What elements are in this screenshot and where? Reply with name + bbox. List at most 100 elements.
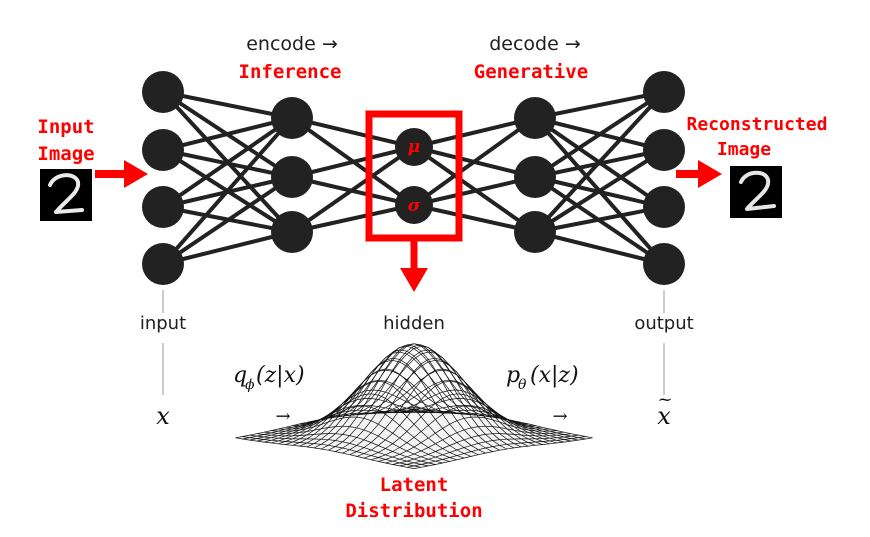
network-edge xyxy=(533,90,666,179)
network-edge xyxy=(412,116,537,207)
hidden-node xyxy=(395,186,433,224)
input-node xyxy=(142,71,184,113)
input-variable-x: x xyxy=(156,402,170,430)
output-layer-label: output xyxy=(634,313,693,334)
generative-label: Generative xyxy=(474,61,588,83)
reconstructed-digit-image xyxy=(730,166,782,218)
gaussian-wire xyxy=(313,349,493,452)
gaussian-wire xyxy=(378,398,557,444)
gaussian-wire xyxy=(263,425,443,464)
sigma-label: σ xyxy=(408,196,421,216)
gaussian-wire xyxy=(328,344,507,451)
gaussian-wire xyxy=(285,379,465,445)
network-edge xyxy=(534,205,665,234)
gaussian-wire xyxy=(356,369,536,446)
decoder-node xyxy=(514,156,556,198)
gaussian-wire xyxy=(328,343,508,450)
output-tilde-accent: ~ xyxy=(657,389,672,410)
gaussian-wire xyxy=(363,379,543,445)
network-edge xyxy=(533,148,666,234)
decoder-theta-subscript: θ xyxy=(518,377,527,393)
reconstructed-label-line1: Reconstructed xyxy=(687,114,828,135)
gaussian-wire xyxy=(335,349,515,452)
network-edge xyxy=(533,90,666,234)
latent-down-arrowhead xyxy=(400,268,428,292)
reconstructed-label-line2: Image xyxy=(717,139,771,160)
network-edge xyxy=(162,116,293,152)
gaussian-wire xyxy=(278,389,457,445)
encoder-node xyxy=(271,97,313,139)
output-node xyxy=(643,129,685,171)
input-node xyxy=(142,186,184,228)
network-edge xyxy=(161,175,294,266)
input-node xyxy=(142,129,184,171)
latent-label-line2: Distribution xyxy=(345,500,482,522)
gaussian-wire xyxy=(249,434,429,467)
decoder-distribution-formula: p θ (x|z) xyxy=(506,363,579,393)
decoder-node xyxy=(514,211,556,253)
output-node xyxy=(643,71,685,113)
gaussian-wire xyxy=(399,434,579,467)
gaussian-wire xyxy=(342,357,522,454)
encoder-args: (z|x) xyxy=(256,363,305,388)
output-arrowhead xyxy=(698,160,722,188)
input-layer-label: input xyxy=(140,313,186,334)
mu-label: μ xyxy=(408,137,420,157)
encoder-node xyxy=(271,211,313,253)
decode-label: decode → xyxy=(489,33,581,55)
output-variable-x: x xyxy=(657,402,671,430)
latent-gaussian-surface xyxy=(235,343,593,469)
network-edge xyxy=(534,230,665,266)
gaussian-wire xyxy=(413,437,593,469)
encode-label: encode → xyxy=(246,33,338,55)
gaussian-wire xyxy=(392,433,572,465)
gaussian-wire xyxy=(320,343,500,450)
gaussian-wire xyxy=(285,393,465,459)
gaussian-wire xyxy=(271,416,450,462)
encoder-arrow: → xyxy=(275,406,290,427)
gaussian-wire xyxy=(292,369,472,446)
decoder-args: (x|z) xyxy=(530,363,579,388)
gaussian-wire xyxy=(242,436,422,468)
encoder-node xyxy=(271,156,313,198)
input-image-label-line2: Image xyxy=(37,143,94,165)
network-nodes xyxy=(142,71,685,285)
gaussian-wire xyxy=(385,404,565,443)
hidden-node xyxy=(395,128,433,166)
gaussian-wire xyxy=(292,380,472,457)
gaussian-wire xyxy=(370,405,550,461)
inference-label: Inference xyxy=(239,61,342,83)
network-edge xyxy=(161,116,294,266)
decoder-arrow: → xyxy=(552,406,567,427)
latent-label-line1: Latent xyxy=(380,474,449,496)
input-digit-image xyxy=(40,169,92,221)
gaussian-wire xyxy=(385,425,565,464)
input-node xyxy=(142,243,184,285)
encoder-phi-subscript: ϕ xyxy=(245,377,255,393)
output-node xyxy=(643,243,685,285)
decoder-p-symbol: p xyxy=(506,363,520,388)
encoder-distribution-formula: q ϕ (z|x) xyxy=(233,363,305,393)
gaussian-wire xyxy=(406,436,586,468)
encoder-q-symbol: q xyxy=(233,363,247,388)
gaussian-wire xyxy=(378,416,557,462)
gaussian-wire xyxy=(371,389,550,445)
network-edge xyxy=(162,90,293,120)
network-edge xyxy=(290,145,416,234)
input-arrowhead xyxy=(124,160,148,188)
gaussian-wire xyxy=(306,357,486,454)
gaussian-wire xyxy=(256,433,436,465)
gaussian-wire xyxy=(349,359,529,447)
network-edge xyxy=(534,90,665,120)
gaussian-wire xyxy=(235,437,415,469)
gaussian-wire xyxy=(278,405,458,461)
gaussian-wire xyxy=(321,344,500,451)
network-edge xyxy=(162,230,293,266)
gaussian-wire xyxy=(363,393,543,459)
gaussian-wire xyxy=(356,380,536,457)
hidden-layer-label: hidden xyxy=(383,313,445,334)
input-image-label-line1: Input xyxy=(37,116,94,138)
gaussian-wire xyxy=(271,398,450,444)
network-edge xyxy=(161,116,294,209)
